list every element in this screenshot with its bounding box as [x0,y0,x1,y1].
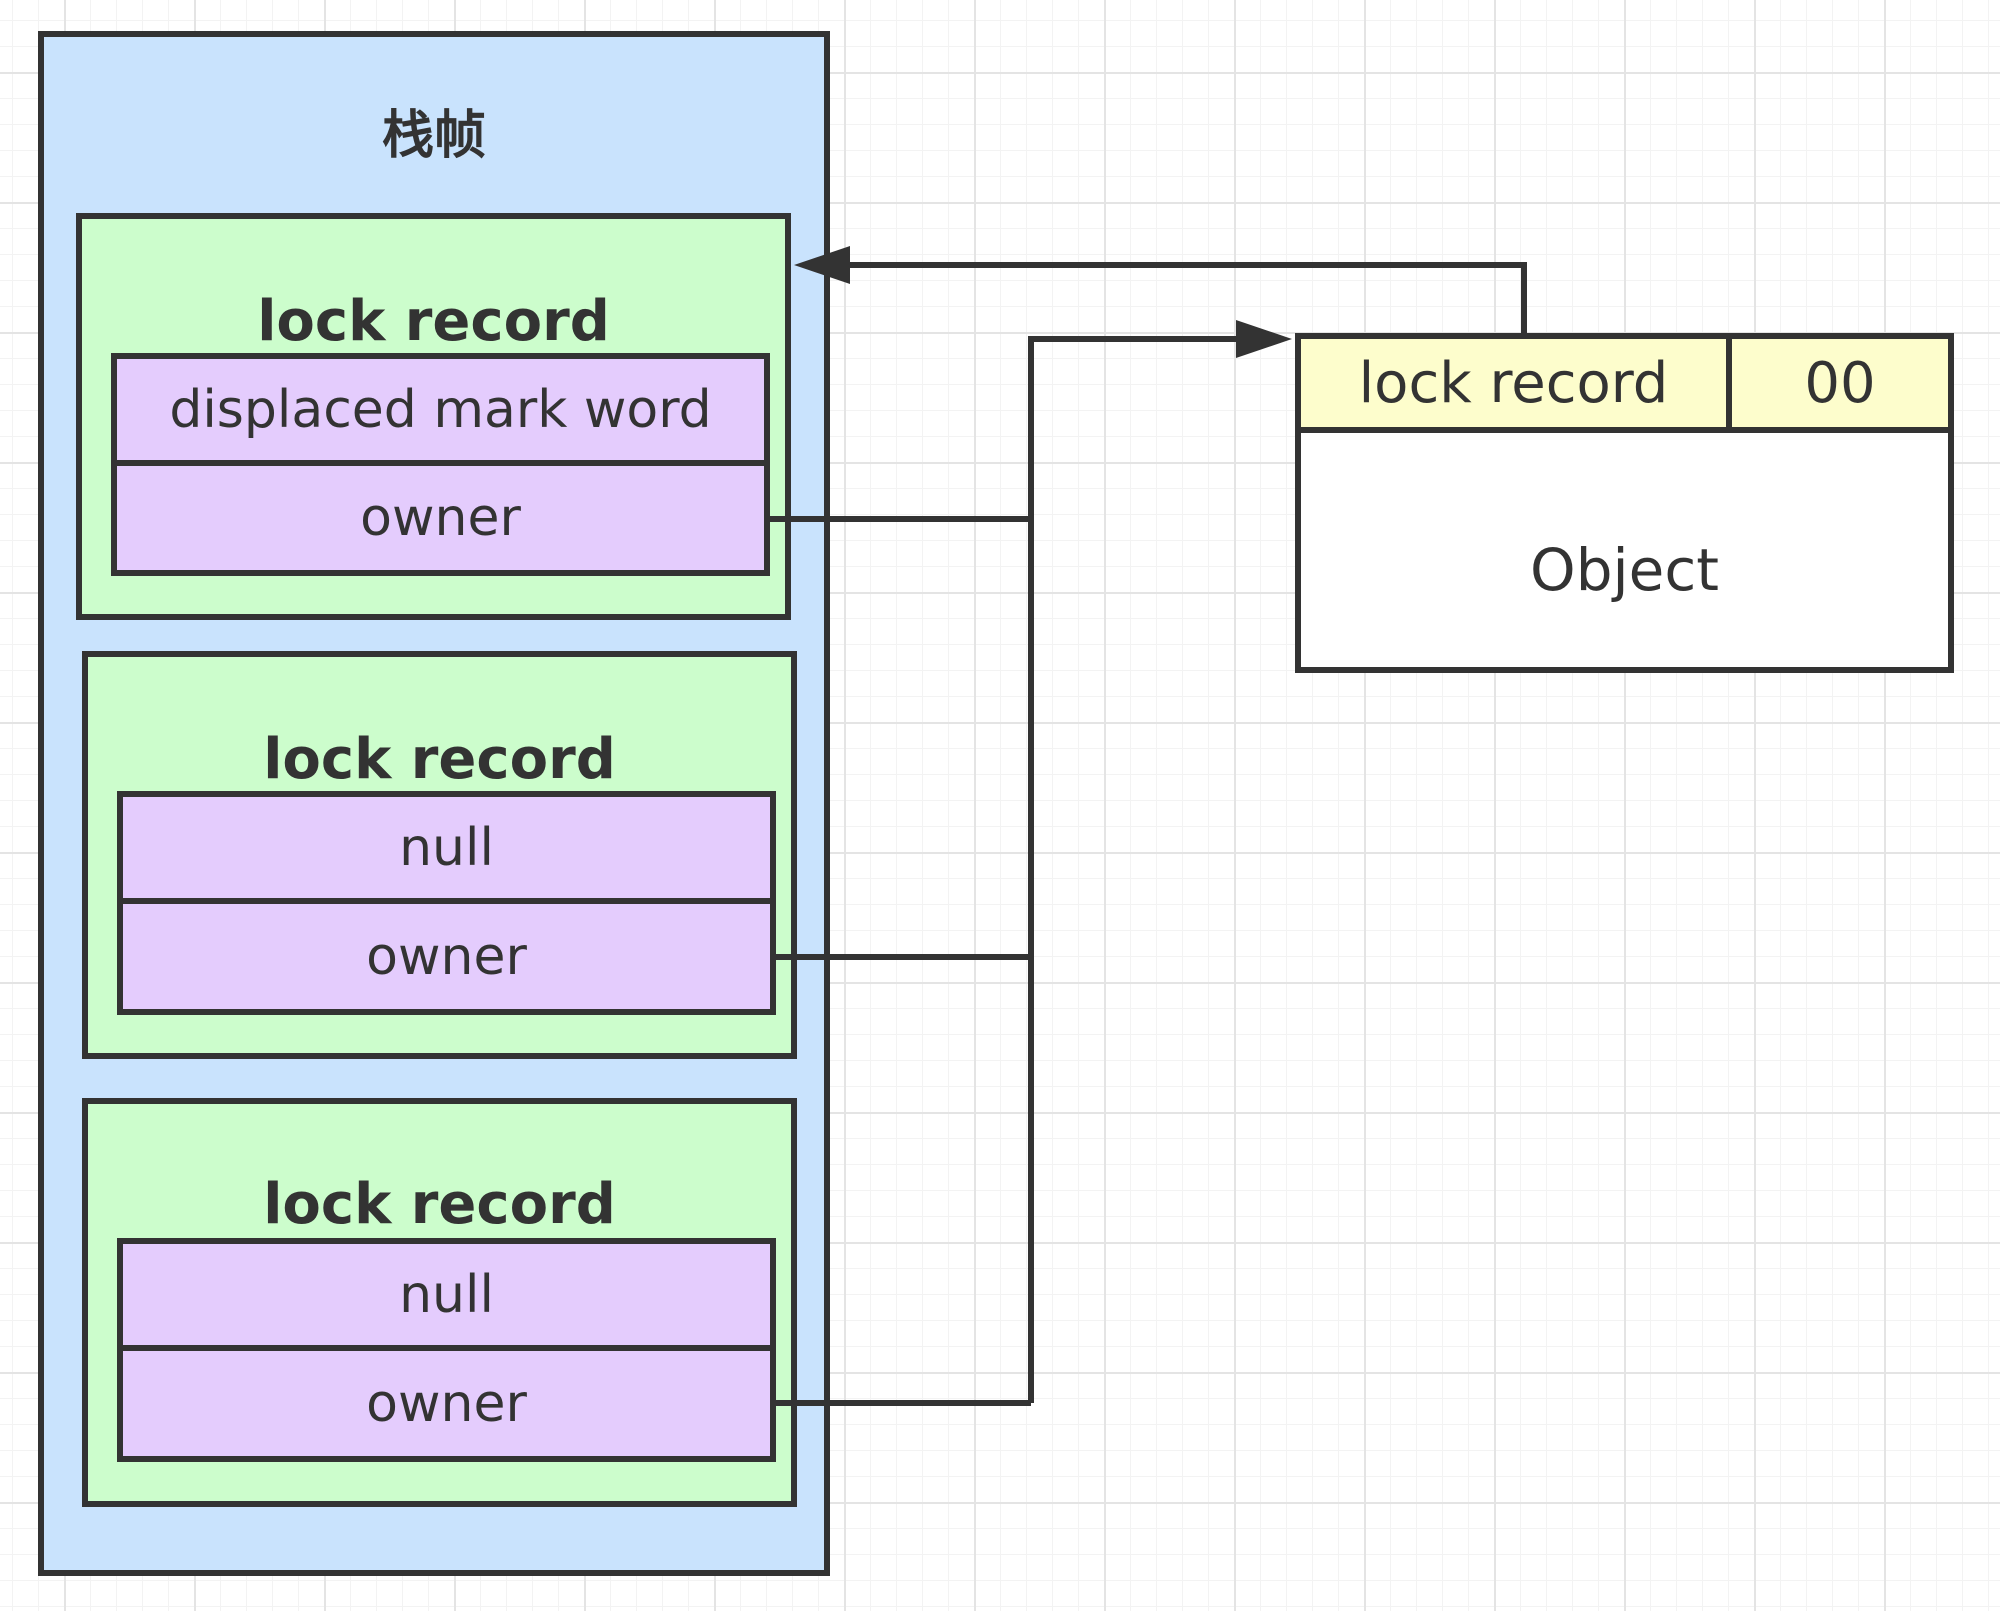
lock-record-2-title: lock record [263,727,616,792]
lock-record-3-title: lock record [263,1172,616,1237]
lock-record-2-owner: owner [117,898,776,1015]
object-header-divider [1726,333,1732,433]
object-header-lock-record: lock record [1301,339,1726,427]
arrowhead-to-object [1236,320,1292,358]
owner-bus-to-object [1028,336,1240,1403]
object-header-lock-bits: 00 [1732,339,1948,427]
lock-record-1-owner: owner [111,460,770,576]
lock-record-1-title: lock record [257,289,610,354]
arrowhead-to-lock-record [794,246,850,284]
object-to-lock-record-connector [848,262,1527,333]
object-header-bottom-border [1295,427,1954,433]
lock-record-3-null: null [117,1238,776,1351]
lock-record-1-displaced-mark-word: displaced mark word [111,353,770,466]
stack-frame-title: 栈帧 [381,106,486,166]
object-label: Object [1530,536,1719,604]
lock-record-2-null: null [117,791,776,904]
lock-record-3-owner: owner [117,1345,776,1462]
